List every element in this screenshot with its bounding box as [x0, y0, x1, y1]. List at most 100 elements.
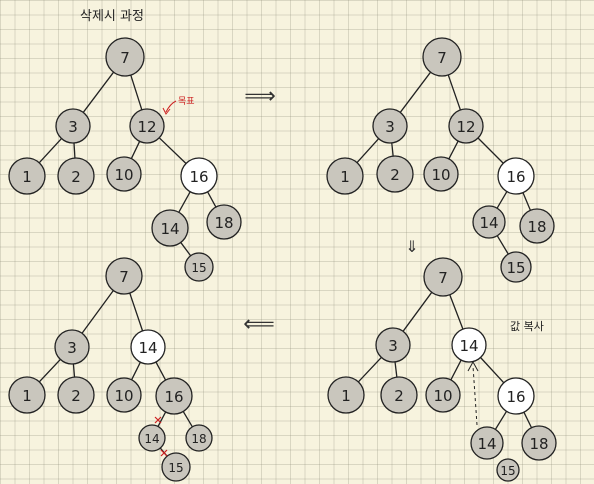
node-label: 10 [114, 166, 133, 184]
tree-node: 7 [105, 37, 145, 77]
node-label: 18 [191, 432, 206, 446]
tree-edge [522, 192, 532, 211]
tree-node: 15 [500, 251, 532, 283]
red-arrowhead-icon [162, 107, 171, 115]
node-circle [376, 155, 414, 193]
tree-edge [448, 140, 459, 160]
tree-node: 7 [423, 257, 463, 297]
node-label: 14 [138, 339, 157, 357]
tree-edge [480, 357, 505, 384]
node-circle [422, 37, 462, 77]
tree-edge [399, 71, 432, 113]
node-circle [327, 376, 365, 414]
tree-edge [130, 74, 143, 111]
tree-node: 2 [380, 376, 418, 414]
tree-node: 12 [129, 108, 165, 144]
node-circle [451, 327, 487, 363]
node-circle [130, 329, 166, 365]
tree-node: 1 [327, 376, 365, 414]
node-circle [54, 329, 90, 365]
node-label: 14 [479, 214, 498, 232]
node-label: 3 [67, 339, 77, 357]
tree-edge [182, 411, 193, 428]
node-circle [180, 157, 218, 195]
tree-node: 1 [8, 376, 46, 414]
node-circle [372, 108, 408, 144]
tree-node: 10 [106, 156, 142, 192]
tree-edge [494, 410, 508, 430]
node-circle [106, 156, 142, 192]
tree-edge [72, 363, 76, 378]
tree-node: 18 [185, 424, 213, 452]
node-label: 18 [529, 435, 548, 453]
node-label: 1 [22, 168, 32, 186]
node-label: 7 [438, 269, 448, 287]
node-label: 2 [390, 166, 400, 184]
tree-node: 10 [106, 377, 142, 413]
node-circle [423, 257, 463, 297]
node-circle [470, 426, 504, 460]
copy-value-note: 값 복사 [510, 320, 544, 333]
node-circle [425, 377, 461, 413]
node-label: 3 [388, 337, 398, 355]
node-circle [500, 251, 532, 283]
tree-node: 16 [155, 377, 193, 415]
right-arrow-icon: ⟹ [244, 84, 276, 109]
tree-edge [81, 290, 114, 334]
tree-edge [38, 138, 62, 164]
tree-edge [477, 137, 504, 164]
tree-node: 14 [472, 205, 506, 239]
tree-edge [131, 361, 141, 381]
tree-node: 3 [55, 108, 91, 144]
tree-node: 14 [138, 424, 166, 452]
node-circle [326, 157, 364, 195]
node-circle [129, 108, 165, 144]
tree-node: 3 [372, 108, 408, 144]
node-label: 16 [164, 388, 183, 406]
node-label: 2 [71, 168, 81, 186]
node-circle [161, 452, 191, 482]
node-label: 15 [506, 259, 525, 277]
tree-edge [402, 291, 433, 332]
node-circle [184, 252, 214, 282]
tree-edge [496, 235, 509, 255]
node-circle [8, 376, 46, 414]
tree-edge [130, 141, 141, 159]
node-label: 10 [433, 387, 452, 405]
tree-edge [157, 411, 167, 427]
tree-edge [391, 142, 394, 157]
node-label: 2 [71, 387, 81, 405]
tree-node: 2 [57, 376, 95, 414]
tree-edge [496, 191, 508, 209]
node-label: 18 [214, 214, 233, 232]
node-label: 3 [68, 118, 78, 136]
tree-edge [450, 359, 462, 381]
node-label: 14 [160, 220, 179, 238]
node-label: 1 [340, 168, 350, 186]
node-circle [138, 424, 166, 452]
dashed-copy-line [472, 365, 478, 426]
node-circle [521, 425, 557, 461]
node-circle [105, 257, 143, 295]
node-circle [57, 157, 95, 195]
tree-node: 3 [54, 329, 90, 365]
tree-edge [73, 142, 76, 159]
tree-edge [155, 361, 167, 381]
tree-edge [129, 292, 144, 332]
node-label: 16 [506, 168, 525, 186]
node-circle [448, 108, 484, 144]
tree-node: 14 [151, 209, 189, 247]
left-arrow-icon: ⟸ [243, 312, 275, 337]
node-circle [185, 424, 213, 452]
node-label: 12 [137, 118, 156, 136]
node-label: 15 [500, 464, 515, 478]
node-circle [496, 458, 520, 482]
tree-edge [356, 138, 380, 164]
tree-edge [394, 361, 398, 378]
node-circle [423, 156, 459, 192]
tree-node: 12 [448, 108, 484, 144]
tree-node: 18 [521, 425, 557, 461]
